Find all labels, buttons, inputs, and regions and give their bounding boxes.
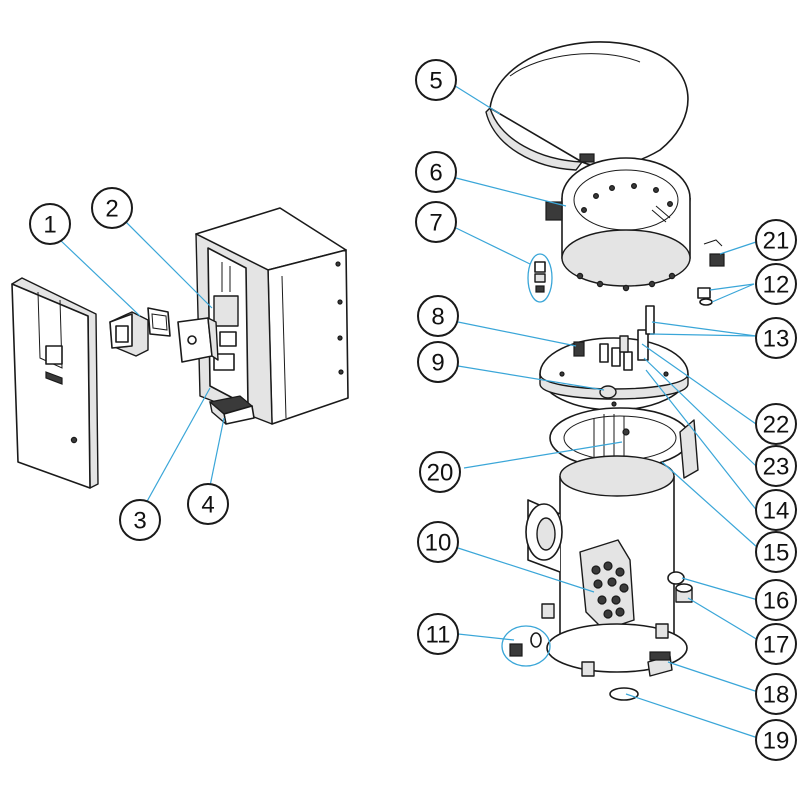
callout-label: 22 [763,412,790,439]
callout-2: 2 [91,187,133,229]
callout-label: 21 [763,228,790,255]
callout-label: 18 [763,682,790,709]
callout-22: 22 [755,403,797,445]
leader-8 [457,321,577,347]
terminal-block [208,395,255,425]
leader-15 [661,461,759,549]
leader-lines [57,83,759,739]
leader-3 [139,387,211,515]
callout-label: 19 [763,728,790,755]
leader-5 [451,83,501,115]
callout-17: 17 [755,623,797,665]
callout-label: 3 [133,508,146,535]
leader-1 [57,237,141,317]
callout-9: 9 [417,341,459,383]
callout-label: 7 [429,210,442,237]
leader-17 [687,597,759,641]
leader-19 [625,693,759,739]
power-module [177,317,219,363]
callout-20: 20 [419,451,461,493]
callout-11: 11 [417,613,459,655]
drain-plug [501,625,551,667]
callout-19: 19 [755,719,797,761]
leader-10 [457,547,595,593]
reactor-assembly [485,41,725,701]
callout-label: 12 [763,272,790,299]
callout-label: 17 [763,632,790,659]
callout-8: 8 [417,295,459,337]
control-box-assembly [11,207,349,489]
callout-5: 5 [415,59,457,101]
callout-12: 12 [755,263,797,305]
callouts: 1 2 3 4 5 6 7 8 9 10 11 12 13 14 15 16 1… [29,59,797,761]
leader-20 [463,441,623,469]
callout-4: 4 [187,483,229,525]
leader-6 [455,177,567,207]
leader-16 [681,577,759,601]
electrode-stack [549,407,699,479]
callout-label: 5 [429,68,442,95]
callout-1: 1 [29,203,71,245]
callout-23: 23 [755,445,797,487]
callout-18: 18 [755,673,797,715]
callout-3: 3 [119,499,161,541]
leader-23 [643,357,757,467]
leader-2 [123,219,213,309]
callout-label: 15 [763,540,790,567]
leader-14 [645,369,759,513]
callout-13: 13 [755,317,797,359]
rear-housing [195,207,349,425]
callout-label: 20 [427,460,454,487]
callout-label: 4 [201,492,214,519]
callout-label: 13 [763,326,790,353]
callout-label: 14 [763,498,790,525]
callout-label: 10 [425,530,452,557]
leader-7 [455,227,531,265]
bottom-plug [609,651,673,701]
vessel-body [525,455,688,677]
top-plate [539,305,689,411]
front-cover [11,277,99,489]
sensor-fitting [527,253,553,303]
leader-9 [457,365,605,391]
callout-label: 6 [429,160,442,187]
leader-12a [709,283,755,291]
vent-fitting [697,239,725,306]
leader-11 [457,633,515,641]
callout-label: 1 [43,212,56,239]
callout-14: 14 [755,489,797,531]
callout-21: 21 [755,219,797,261]
callout-10: 10 [417,521,459,563]
callout-16: 16 [755,579,797,621]
display-module [109,307,171,357]
leader-22 [641,343,757,425]
callout-label: 11 [426,622,451,649]
callout-label: 8 [431,304,444,331]
leader-13a [651,321,757,337]
control-board [207,247,249,407]
callout-label: 2 [105,196,118,223]
callout-label: 16 [763,588,790,615]
callout-7: 7 [415,201,457,243]
upper-head [545,157,691,292]
callout-6: 6 [415,151,457,193]
leader-13b [649,333,757,337]
dome-cover [485,41,689,171]
leader-4 [209,417,225,487]
callout-label: 9 [431,350,444,377]
leader-18 [667,661,759,693]
leader-12b [711,283,755,303]
callout-label: 23 [763,454,790,481]
callout-15: 15 [755,531,797,573]
leader-21 [719,241,757,255]
